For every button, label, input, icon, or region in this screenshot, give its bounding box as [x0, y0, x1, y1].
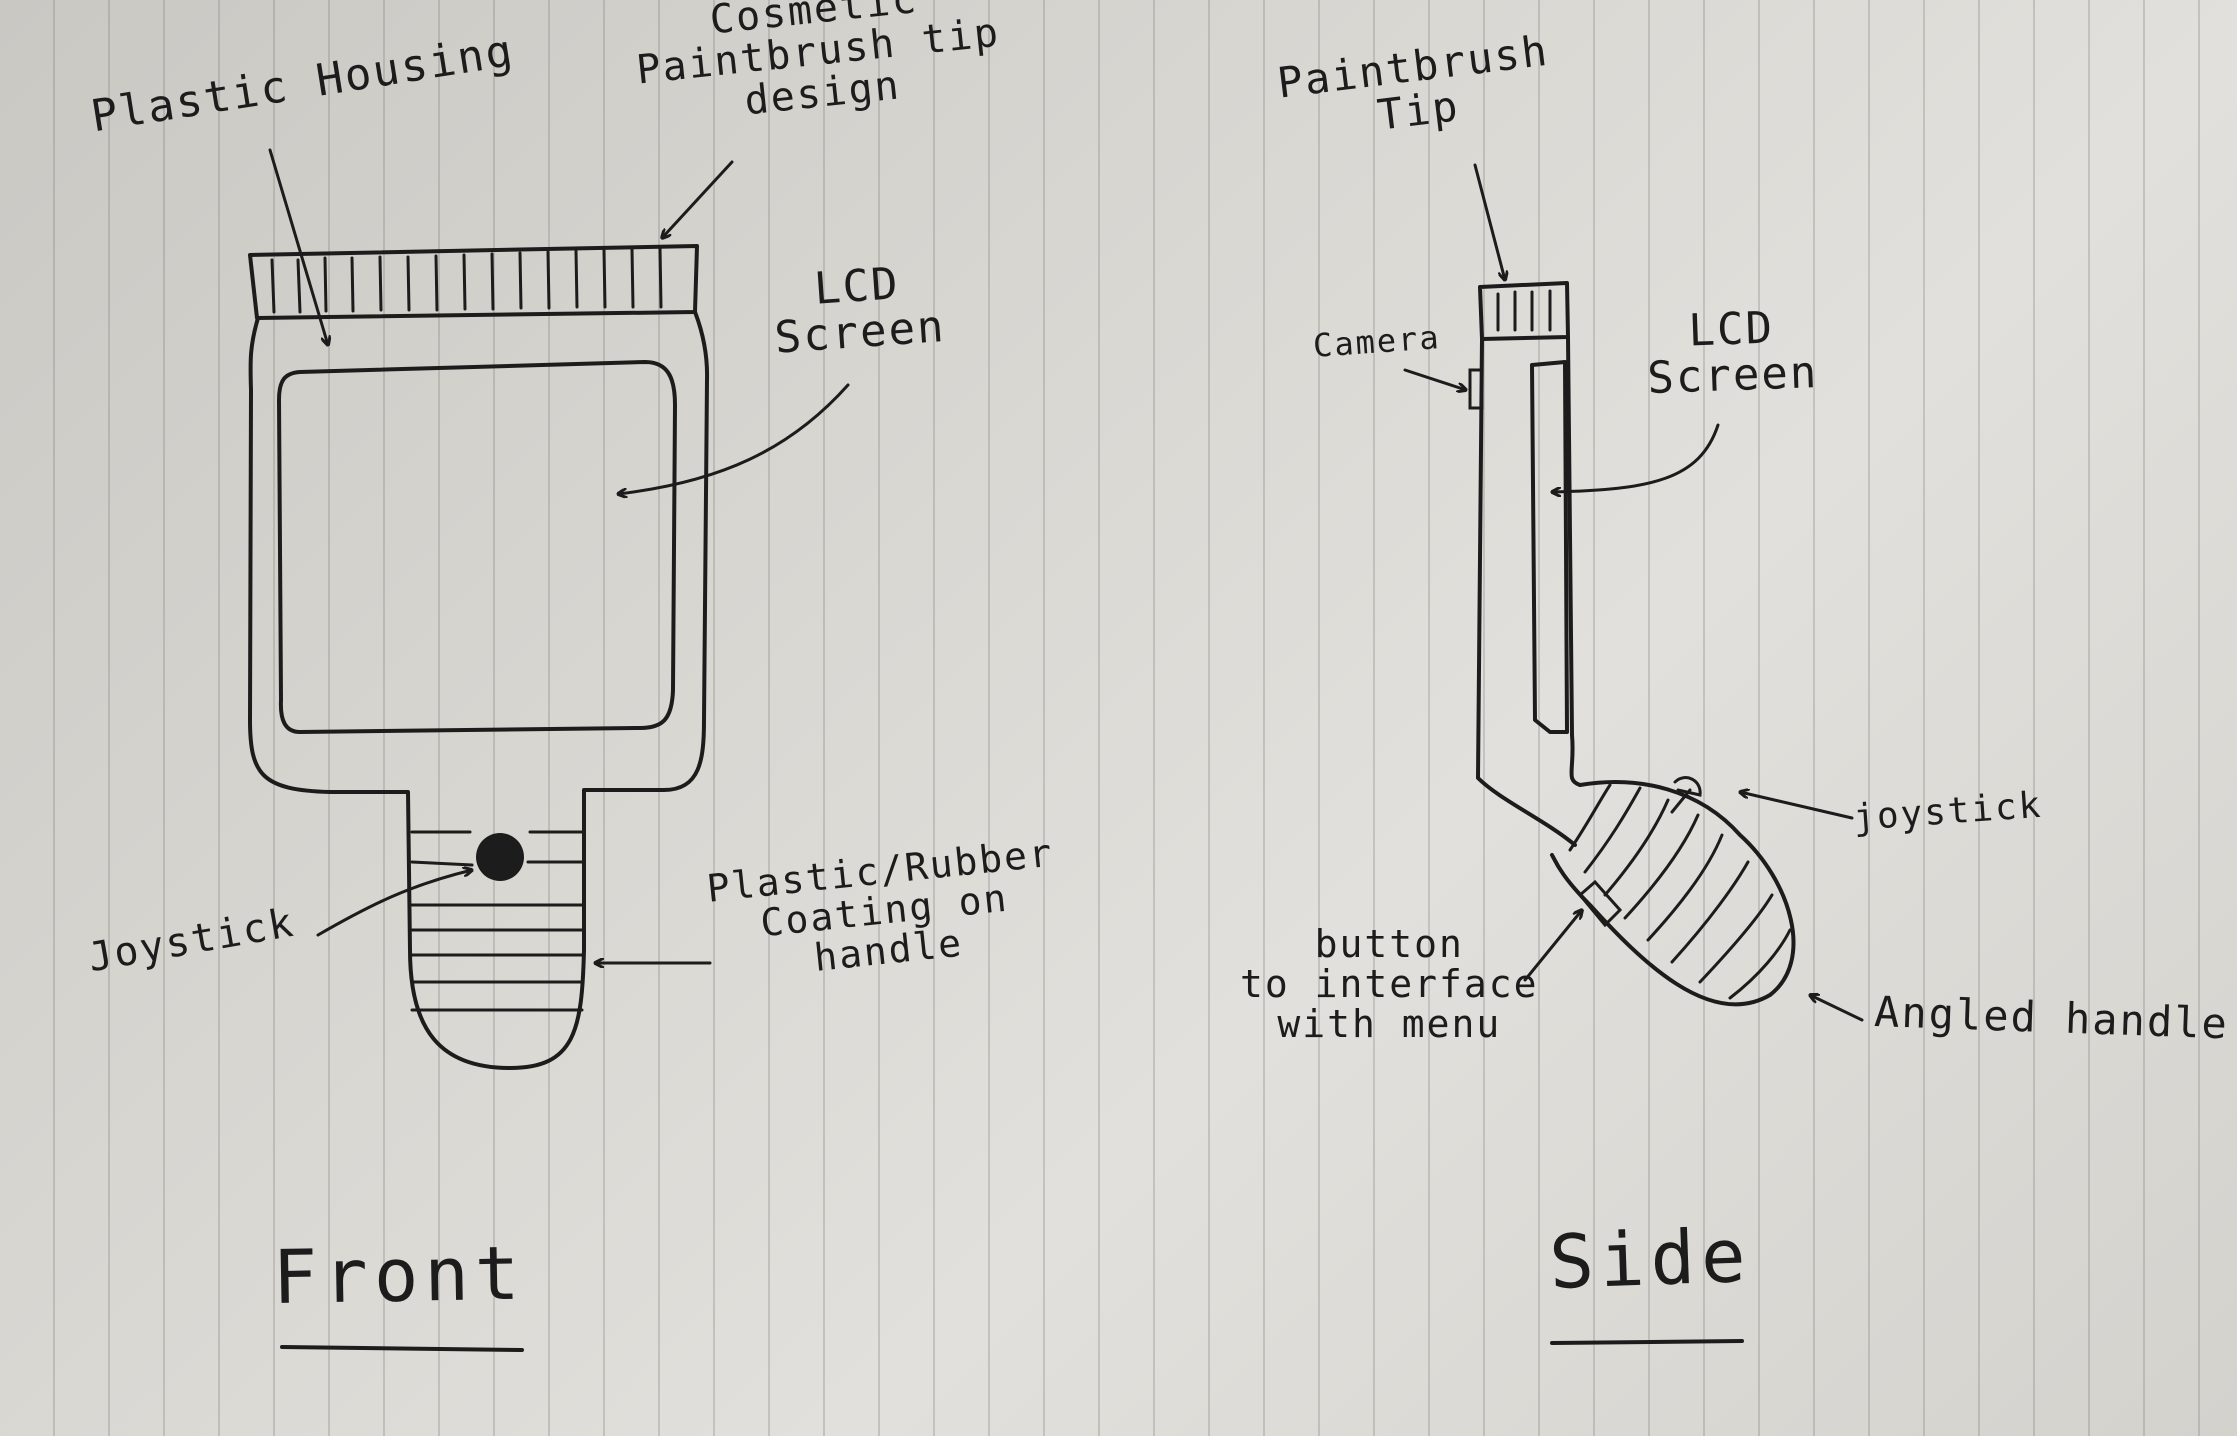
- side-title-underline: [1552, 1341, 1742, 1343]
- front-label-lcd-line-2: Screen: [773, 304, 947, 362]
- side-label-button-line-1: button: [1240, 925, 1539, 965]
- front-joystick: [476, 833, 524, 881]
- side-camera-arrow: [1405, 370, 1466, 390]
- side-paintbrush-tip: [1480, 283, 1568, 339]
- side-label-lcd-line-2: Screen: [1647, 350, 1819, 402]
- front-title: Front: [272, 1236, 526, 1318]
- front-tip-bristles: [272, 248, 661, 312]
- side-button: [1580, 882, 1620, 925]
- side-title: Side: [1548, 1218, 1753, 1303]
- side-label-button: button to interface with menu: [1240, 925, 1539, 1045]
- side-joystick-arrow: [1740, 792, 1852, 818]
- side-label-camera: Camera: [1312, 321, 1442, 363]
- front-title-underline: [282, 1347, 522, 1350]
- front-label-lcd-screen: LCD Screen: [770, 258, 947, 362]
- front-joystick-arrow: [318, 870, 472, 935]
- side-lcd-arrow: [1552, 425, 1718, 492]
- side-tip-arrow: [1475, 165, 1505, 280]
- front-view: [250, 150, 848, 1350]
- side-handle-arrow: [1810, 995, 1862, 1020]
- side-joystick: [1672, 778, 1700, 812]
- side-label-lcd-screen: LCD Screen: [1645, 304, 1819, 402]
- side-lcd-screen: [1532, 362, 1567, 732]
- front-lcd-arrow: [618, 385, 848, 494]
- side-label-button-line-2: to interface: [1240, 965, 1539, 1005]
- side-angled-handle: [1552, 782, 1793, 1004]
- side-label-button-line-3: with menu: [1240, 1005, 1539, 1045]
- side-tip-bristles: [1498, 291, 1550, 330]
- front-tip-arrow: [662, 162, 732, 238]
- front-lcd-screen: [279, 362, 675, 732]
